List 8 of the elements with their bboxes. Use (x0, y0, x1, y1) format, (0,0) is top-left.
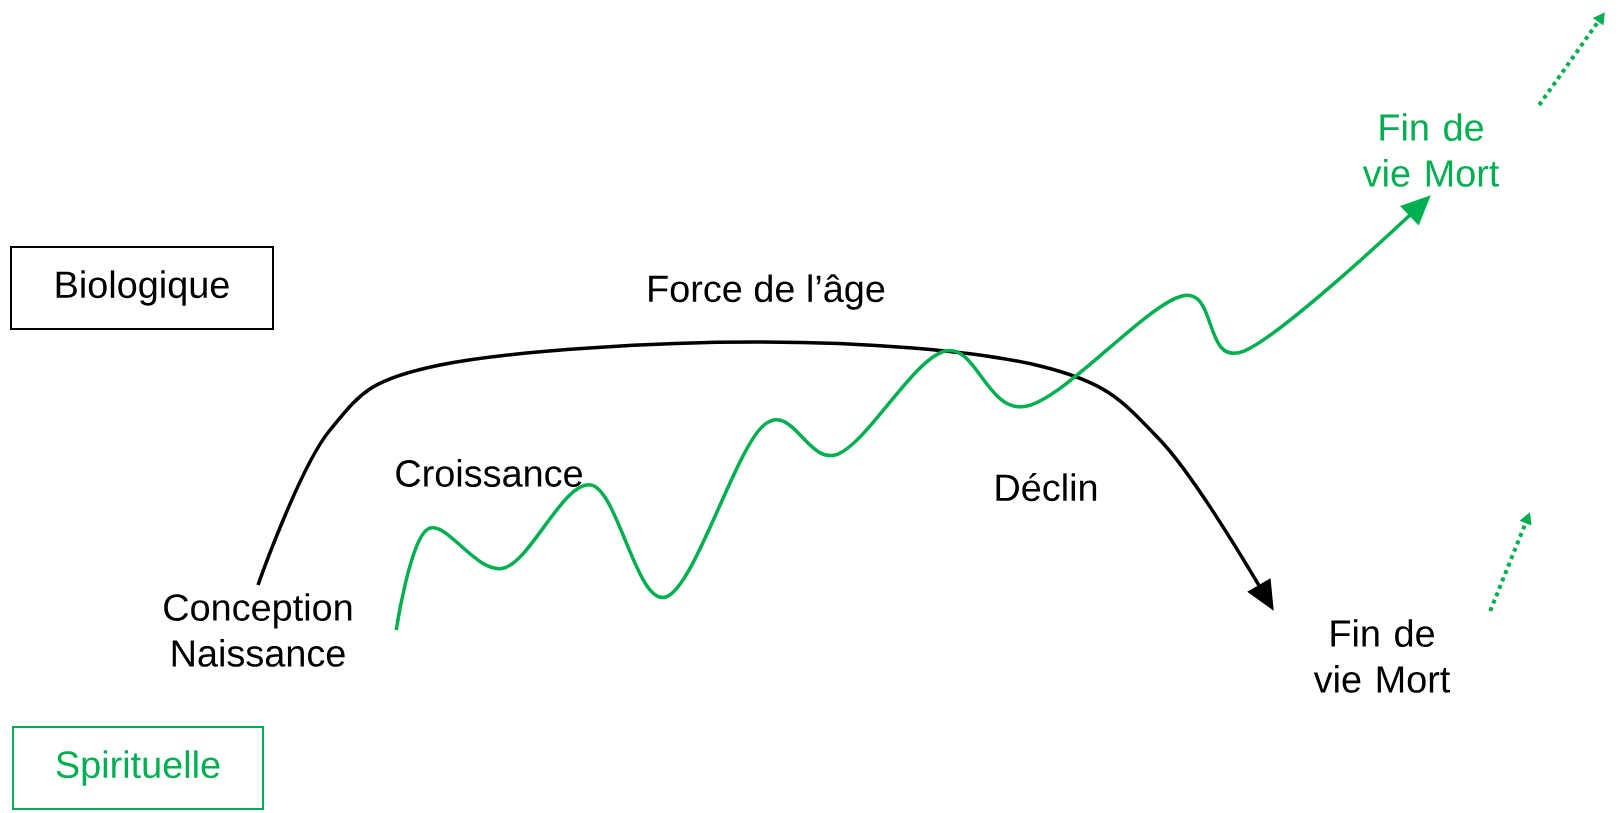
label-box: Biologique (10, 246, 274, 330)
stage-label: Croissance (396, 459, 582, 487)
stage-label: Force de l’âge (649, 274, 885, 310)
stage-label: Déclin (996, 472, 1097, 502)
label-box: Spirituelle (12, 726, 264, 810)
stage-label: Conception Naissance (164, 593, 352, 667)
stage-label: Fin de vie Mort (1362, 113, 1500, 187)
stage-label: Fin de vie Mort (1313, 619, 1451, 693)
